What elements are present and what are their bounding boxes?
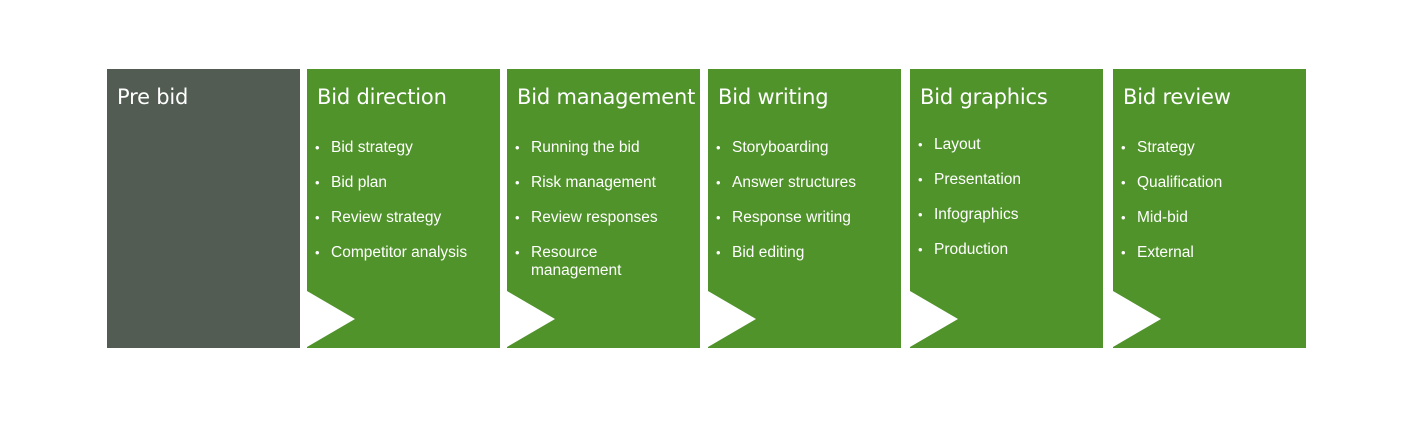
- list-item: Bid editing: [716, 244, 896, 262]
- list-item: Mid-bid: [1121, 209, 1301, 227]
- stage-bid-graphics: Bid graphics Layout Presentation Infogra…: [910, 69, 1103, 348]
- stage-background: [107, 69, 300, 348]
- stage-item-list: Storyboarding Answer structures Response…: [716, 139, 896, 279]
- stage-bid-writing: Bid writing Storyboarding Answer structu…: [708, 69, 901, 348]
- list-item: Review strategy: [315, 209, 495, 227]
- stage-item-list: Strategy Qualification Mid-bid External: [1121, 139, 1301, 279]
- list-item: Bid plan: [315, 174, 495, 192]
- list-item: Infographics: [918, 206, 1098, 224]
- list-item: Qualification: [1121, 174, 1301, 192]
- stage-pre-bid: Pre bid: [107, 69, 300, 348]
- stage-item-list: Bid strategy Bid plan Review strategy Co…: [315, 139, 495, 279]
- stage-bid-review: Bid review Strategy Qualification Mid-bi…: [1113, 69, 1306, 348]
- stage-title: Bid management: [517, 85, 696, 109]
- list-item: Presentation: [918, 171, 1098, 189]
- stage-item-list: Layout Presentation Infographics Product…: [918, 136, 1098, 276]
- list-item: Answer structures: [716, 174, 896, 192]
- stage-title: Bid review: [1123, 85, 1231, 109]
- list-item: Resource management: [515, 244, 636, 280]
- list-item: Strategy: [1121, 139, 1301, 157]
- list-item: External: [1121, 244, 1301, 262]
- stage-bid-management: Bid management Running the bid Risk mana…: [507, 69, 700, 348]
- stage-item-list: Running the bid Risk management Review r…: [515, 139, 665, 297]
- list-item: Layout: [918, 136, 1098, 154]
- list-item: Production: [918, 241, 1098, 259]
- stage-title: Bid graphics: [920, 85, 1048, 109]
- list-item: Response writing: [716, 209, 896, 227]
- list-item: Review responses: [515, 209, 665, 227]
- list-item: Risk management: [515, 174, 665, 192]
- stage-title: Bid direction: [317, 85, 447, 109]
- list-item: Running the bid: [515, 139, 665, 157]
- list-item: Bid strategy: [315, 139, 495, 157]
- stage-title: Bid writing: [718, 85, 829, 109]
- list-item: Storyboarding: [716, 139, 896, 157]
- stage-title: Pre bid: [117, 85, 189, 109]
- list-item: Competitor analysis: [315, 244, 495, 262]
- stage-bid-direction: Bid direction Bid strategy Bid plan Revi…: [307, 69, 500, 348]
